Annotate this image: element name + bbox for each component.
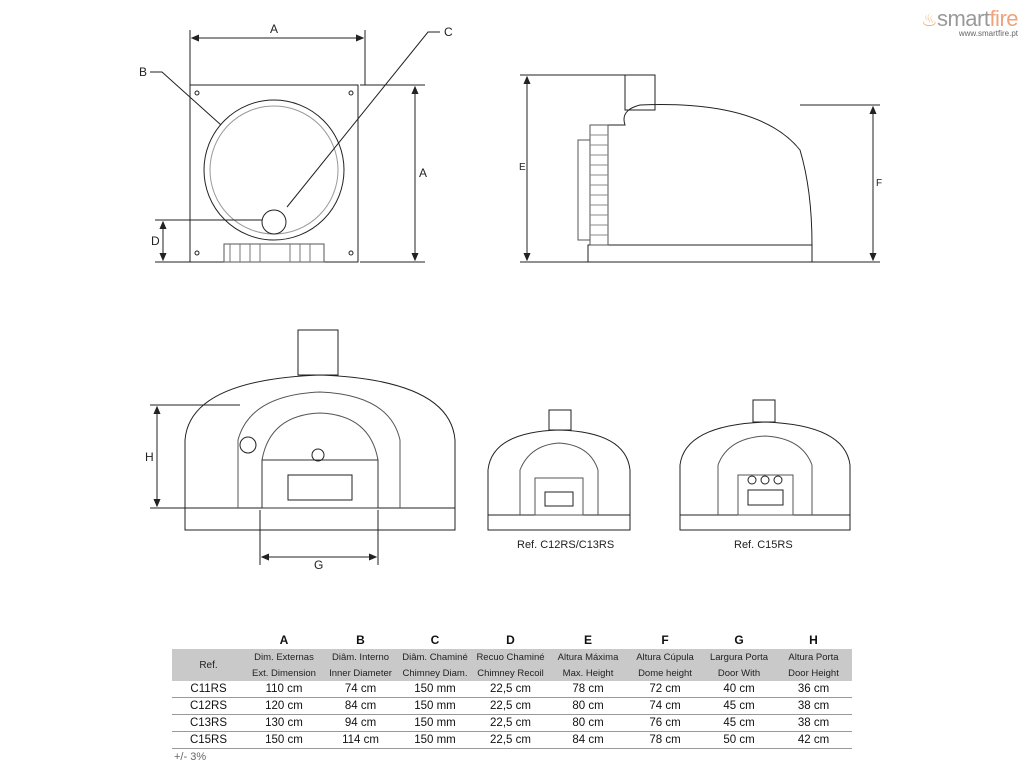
header-pt: Diâm. Interno: [323, 649, 398, 665]
oven-c15: [679, 399, 851, 531]
header-pt: Diâm. Chaminé: [398, 649, 472, 665]
header-en: Inner Diameter: [323, 665, 398, 681]
col-letter: H: [809, 632, 818, 647]
value-cell: 120 cm: [245, 697, 323, 715]
logo-text: smart: [936, 6, 990, 31]
col-letter: A: [279, 632, 289, 647]
dim-label-g: G: [314, 558, 324, 572]
value-cell: 22,5 cm: [472, 714, 549, 732]
header-en: Door Height: [775, 665, 852, 681]
value-cell: 40 cm: [703, 681, 775, 698]
value-cell: 80 cm: [549, 714, 627, 732]
value-cell: 78 cm: [549, 681, 627, 698]
col-letter: F: [661, 632, 669, 647]
dim-label-f: F: [876, 178, 883, 189]
header-en: Door With: [703, 665, 775, 681]
ref-header: Ref.: [172, 649, 245, 681]
caption-c12-c13: Ref. C12RS/C13RS: [517, 539, 615, 551]
ref-cell: C12RS: [172, 697, 245, 715]
value-cell: 94 cm: [323, 714, 398, 732]
header-pt: Largura Porta: [703, 649, 775, 665]
front-view: [150, 329, 456, 565]
value-cell: 72 cm: [627, 681, 703, 698]
header-en: Chimney Diam.: [398, 665, 472, 681]
ref-cell: C11RS: [172, 681, 245, 698]
header-pt: Recuo Chaminé: [472, 649, 549, 665]
col-letter: D: [506, 632, 515, 647]
value-cell: 84 cm: [549, 731, 627, 749]
smartfire-logo: ♨smartfire www.smartfire.pt: [900, 6, 1018, 38]
header-en: Dome height: [627, 665, 703, 681]
letter-row: A B C D E F G H: [172, 630, 852, 649]
value-cell: 22,5 cm: [472, 731, 549, 749]
header-en: Chimney Recoil: [472, 665, 549, 681]
value-cell: 150 mm: [398, 731, 472, 749]
value-cell: 50 cm: [703, 731, 775, 749]
header-pt: Altura Máxima: [549, 649, 627, 665]
value-cell: 150 mm: [398, 697, 472, 715]
col-letter: E: [583, 632, 592, 647]
col-letter: G: [734, 632, 744, 647]
flame-icon: ♨: [921, 10, 937, 30]
header-pt: Altura Cúpula: [627, 649, 703, 665]
col-letter: C: [430, 632, 440, 647]
value-cell: 110 cm: [245, 681, 323, 698]
dimensions-table: A B C D E F G H Ref. Dim. Externas Diâm.…: [172, 630, 852, 749]
ref-cell: C13RS: [172, 714, 245, 732]
header-en: Max. Height: [549, 665, 627, 681]
value-cell: 150 mm: [398, 681, 472, 698]
header-pt: Altura Porta: [775, 649, 852, 665]
logo-text-accent: fire: [989, 6, 1018, 31]
col-letter: B: [356, 632, 365, 647]
value-cell: 114 cm: [323, 731, 398, 749]
value-cell: 38 cm: [775, 697, 852, 715]
value-cell: 45 cm: [703, 714, 775, 732]
value-cell: 22,5 cm: [472, 681, 549, 698]
value-cell: 76 cm: [627, 714, 703, 732]
value-cell: 80 cm: [549, 697, 627, 715]
dim-label-b: B: [139, 65, 148, 79]
dim-label-h: H: [145, 450, 154, 464]
ref-cell: C15RS: [172, 731, 245, 749]
value-cell: 74 cm: [627, 697, 703, 715]
side-view: [520, 74, 880, 263]
dim-label-a-top: A: [270, 22, 279, 36]
value-cell: 130 cm: [245, 714, 323, 732]
caption-c15: Ref. C15RS: [734, 539, 793, 551]
dim-label-e: E: [519, 162, 526, 173]
dim-label-d: D: [151, 234, 160, 248]
value-cell: 84 cm: [323, 697, 398, 715]
logo-url: www.smartfire.pt: [958, 29, 1018, 38]
value-cell: 150 mm: [398, 714, 472, 732]
header-row-pt: Ref. Dim. Externas Diâm. Interno Diâm. C…: [172, 649, 852, 681]
header-pt: Dim. Externas: [245, 649, 323, 665]
top-view: [150, 30, 440, 263]
value-cell: 74 cm: [323, 681, 398, 698]
header-row-en: Ext. Dimension Inner Diameter Chimney Di…: [172, 665, 852, 681]
value-cell: 36 cm: [775, 681, 852, 698]
oven-c12-c13: [487, 409, 631, 531]
dim-label-a-right: A: [419, 166, 428, 180]
value-cell: 78 cm: [627, 731, 703, 749]
value-cell: 45 cm: [703, 697, 775, 715]
header-en: Ext. Dimension: [245, 665, 323, 681]
tolerance-note: +/- 3%: [174, 751, 207, 763]
value-cell: 150 cm: [245, 731, 323, 749]
value-cell: 42 cm: [775, 731, 852, 749]
value-cell: 22,5 cm: [472, 697, 549, 715]
dim-label-c: C: [444, 25, 453, 39]
value-cell: 38 cm: [775, 714, 852, 732]
